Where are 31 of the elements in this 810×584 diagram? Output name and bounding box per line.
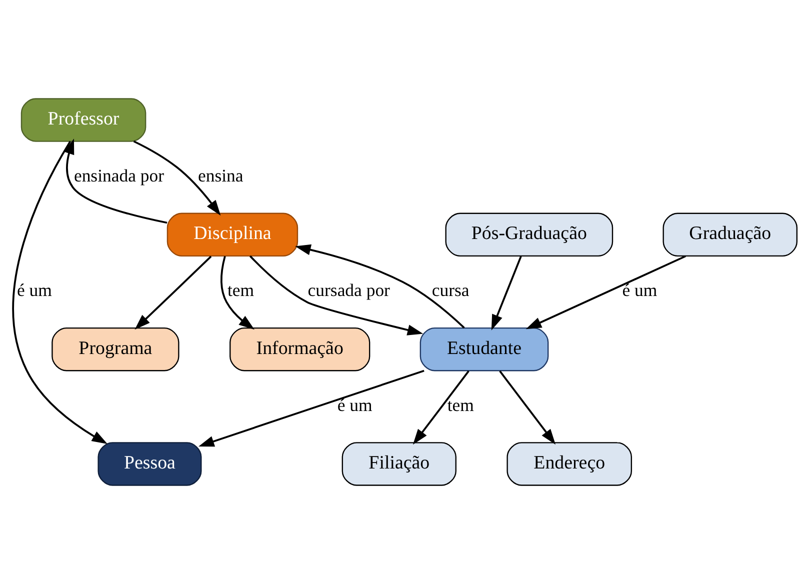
node-box: Endereço (506, 442, 632, 486)
node-box: Professor (20, 98, 146, 142)
edge-label: cursa (432, 280, 470, 300)
edge-label: é um (622, 280, 658, 300)
node-box: Programa (52, 327, 180, 372)
node-box: Pós-Graduação (445, 212, 614, 257)
arrow (198, 370, 424, 447)
node-box: Disciplina (166, 212, 298, 257)
edge-label: tem (227, 280, 254, 300)
arrow (499, 370, 556, 445)
arrow (133, 140, 221, 216)
arrow (412, 370, 470, 445)
arrow (526, 255, 686, 330)
edge-label: ensinada por (74, 165, 164, 186)
edge-label: é um (17, 280, 52, 300)
node-box: Filiação (342, 442, 456, 486)
edge-label: tem (447, 394, 474, 415)
arrow (491, 256, 522, 330)
arrow (12, 140, 108, 444)
node-box: Estudante (420, 327, 549, 372)
arrow (220, 256, 254, 330)
edge-label: cursada por (308, 280, 390, 300)
node-box: Graduação (662, 212, 798, 257)
node-box: Pessoa (98, 442, 202, 486)
node-box: Informação (230, 327, 370, 372)
arrow (295, 244, 465, 328)
arrow (134, 256, 212, 330)
arrow (249, 255, 424, 336)
edge-label: é um (337, 394, 372, 415)
arrow (64, 138, 168, 224)
edge-label: ensina (198, 165, 244, 186)
